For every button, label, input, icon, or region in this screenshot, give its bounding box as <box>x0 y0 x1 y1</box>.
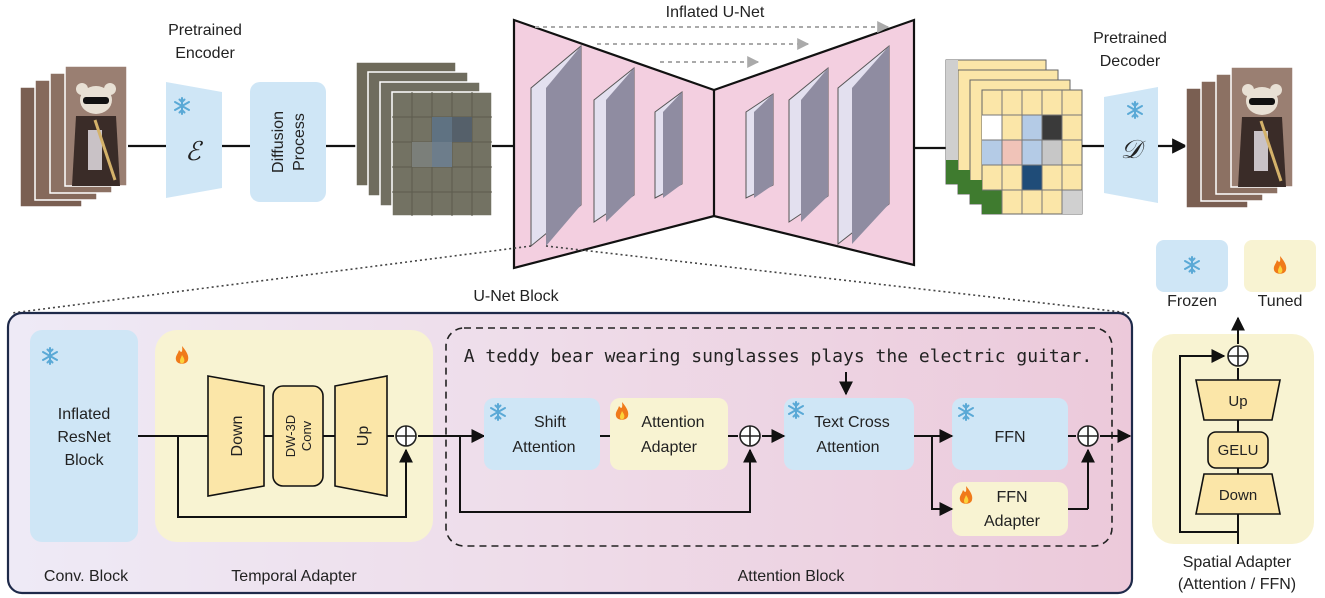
attention-block-caption: Attention Block <box>738 568 846 585</box>
conv-block <box>30 330 138 542</box>
unet-feature-blocks <box>530 44 890 248</box>
add-icon <box>1227 345 1249 367</box>
add-icon <box>1077 425 1099 447</box>
shift-attention-block <box>484 398 600 470</box>
legend: Frozen Tuned <box>1156 240 1316 310</box>
dw3d-conv-label: DW-3D <box>283 415 298 457</box>
temporal-up-label: Up <box>355 426 372 447</box>
encoder-symbol: ℰ <box>185 136 203 166</box>
text-cross-attention-block <box>784 398 914 470</box>
gelu-label: GELU <box>1218 442 1259 459</box>
legend-frozen-label: Frozen <box>1167 293 1217 310</box>
spatial-wiring <box>1179 316 1245 544</box>
ffn-label: FFN <box>994 429 1025 446</box>
spatial-up-label: Up <box>1228 393 1247 410</box>
temporal-adapter-caption: Temporal Adapter <box>231 568 357 585</box>
encoder-label: Pretrained <box>168 22 242 39</box>
attention-adapter-label: Adapter <box>641 439 698 456</box>
add-icon <box>395 425 417 447</box>
diffusion-process-block <box>250 82 326 202</box>
output-video-frames <box>1185 66 1294 209</box>
text-cross-attention-label: Attention <box>816 439 879 456</box>
spatial-down-block <box>1195 473 1281 515</box>
decoder-label: Pretrained <box>1093 30 1167 47</box>
dw3d-conv-block <box>272 385 324 487</box>
zoom-lines <box>11 245 1131 314</box>
text-cross-attention-label: Text Cross <box>814 414 890 431</box>
conv-block-label: Block <box>64 452 104 469</box>
ffn-block <box>952 398 1068 470</box>
conv-block-label: ResNet <box>57 429 111 446</box>
input-video-frames <box>19 65 128 208</box>
noisy-latent-frames <box>355 61 493 217</box>
teddy-bear-image <box>1238 84 1286 187</box>
add-icon <box>739 425 761 447</box>
text-prompt: A teddy bear wearing sunglasses plays th… <box>464 346 1093 367</box>
decoder-label: Decoder <box>1100 53 1161 70</box>
teddy-bear-image <box>72 83 120 186</box>
temporal-wiring <box>138 429 486 518</box>
diffusion-label: Diffusion <box>270 111 287 173</box>
encoder-label: Encoder <box>175 45 235 62</box>
unet-block-title: U-Net Block <box>473 288 559 305</box>
denoised-latent-frames <box>945 59 1083 215</box>
dw3d-conv-label: Conv <box>299 420 314 451</box>
spatial-adapter-caption: Spatial Adapter <box>1183 554 1292 571</box>
spatial-down-label: Down <box>1219 487 1257 504</box>
conv-block-label: Inflated <box>58 406 110 423</box>
temporal-down-label: Down <box>229 416 246 457</box>
ffn-adapter-block <box>952 482 1068 536</box>
decoder-block <box>1104 87 1158 203</box>
unet-title: Inflated U-Net <box>666 4 765 21</box>
shift-attention-label: Attention <box>512 439 575 456</box>
legend-tuned-label: Tuned <box>1258 293 1303 310</box>
attention-wiring <box>459 429 1132 516</box>
temporal-down-block <box>207 375 265 497</box>
ffn-adapter-label: FFN <box>996 489 1027 506</box>
diffusion-label: Process <box>291 113 308 171</box>
ffn-adapter-label: Adapter <box>984 513 1041 530</box>
spatial-adapter-caption: (Attention / FFN) <box>1178 576 1296 593</box>
attention-adapter-block <box>610 398 728 470</box>
temporal-up-block <box>334 375 388 497</box>
conv-block-caption: Conv. Block <box>44 568 129 585</box>
spatial-up-block <box>1195 379 1281 421</box>
attention-adapter-label: Attention <box>641 414 704 431</box>
skip-connections <box>535 21 890 68</box>
shift-attention-label: Shift <box>534 414 567 431</box>
